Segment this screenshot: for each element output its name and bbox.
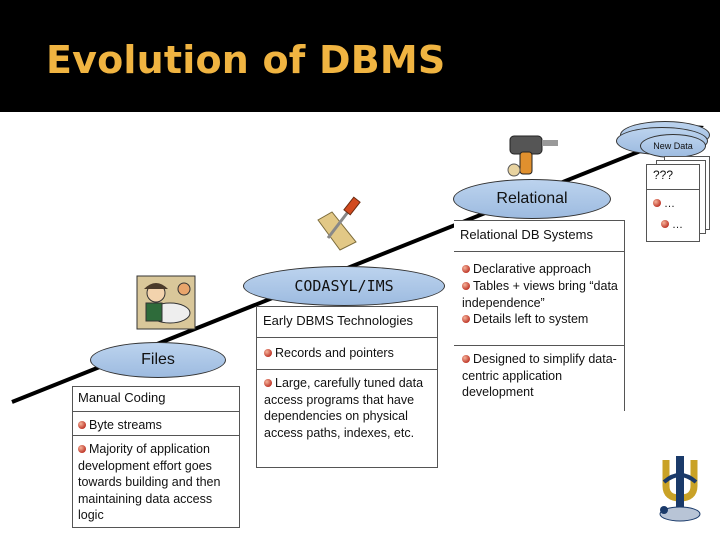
stage-codasyl-subtitle: Early DBMS Technologies — [263, 313, 414, 328]
stage-files-label: Files — [141, 351, 175, 368]
stage-new-data-bullet: … — [661, 217, 683, 234]
stage-codasyl-label: CODASYL/IMS — [294, 277, 394, 295]
stage-relational-subtitle: Relational DB Systems — [460, 227, 593, 242]
stage-codasyl-box: Early DBMS Technologies Records and poin… — [256, 306, 438, 468]
uci-logo — [653, 453, 707, 525]
stage-files-bullet: Byte streams — [78, 417, 233, 434]
bullet-icon — [661, 220, 669, 228]
stage-relational-bullet: Details left to system — [462, 311, 624, 328]
bullet-icon — [462, 265, 470, 273]
bullet-icon — [653, 199, 661, 207]
stage-relational-pill: Relational — [453, 179, 611, 219]
stage-files-subtitle: Manual Coding — [78, 390, 166, 405]
bullet-icon — [462, 315, 470, 323]
stage-codasyl-pill: CODASYL/IMS — [243, 266, 445, 306]
stage-relational-box: Relational DB Systems Declarative approa… — [454, 220, 625, 411]
bullet-icon — [264, 379, 272, 387]
screwdriver-clipart-icon — [317, 196, 361, 251]
stage-files-pill: Files — [90, 342, 226, 378]
bullet-icon — [264, 349, 272, 357]
stage-new-data-bullet: … — [653, 196, 675, 213]
power-drill-clipart-icon — [507, 135, 558, 177]
bullet-icon — [78, 421, 86, 429]
stage-new-data-label: New Data — [653, 141, 693, 151]
stage-files-bullet: Majority of application development effo… — [78, 442, 221, 522]
stage-codasyl-bullet: Records and pointers — [264, 345, 432, 362]
stage-relational-bullet: Designed to simplify data-centric applic… — [462, 352, 617, 399]
stage-relational-bullet: Declarative approach — [462, 261, 624, 278]
stage-new-data-box: ??? … … — [646, 164, 700, 242]
bullet-icon — [462, 355, 470, 363]
slide-title: Evolution of DBMS — [46, 38, 446, 82]
stage-new-data-subtitle: ??? — [653, 168, 674, 182]
stage-new-data-pill: New Data — [640, 134, 706, 158]
stage-codasyl-bullet: Large, carefully tuned data access progr… — [264, 376, 424, 440]
bullet-icon — [78, 445, 86, 453]
bullet-icon — [462, 282, 470, 290]
stage-relational-bullet: Tables + views bring “data independence” — [462, 279, 618, 310]
caveman-clipart-icon — [136, 275, 196, 330]
stage-relational-label: Relational — [496, 190, 568, 207]
title-bar — [0, 0, 720, 112]
stage-files-box: Manual Coding Byte streams Majority of a… — [72, 386, 240, 528]
